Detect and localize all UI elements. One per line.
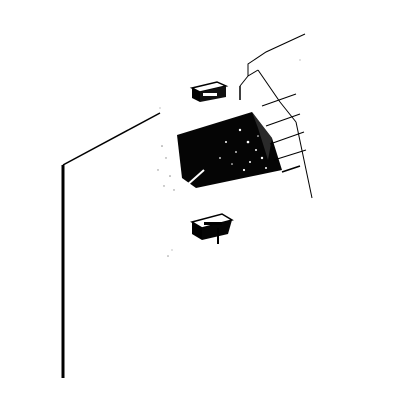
small-block-icon-upper	[189, 81, 229, 102]
dust-specks	[159, 59, 301, 257]
left-pole	[61, 112, 161, 378]
small-block-icon-lower	[190, 213, 234, 244]
woodcut-figure-icon	[157, 112, 282, 191]
ladder-icon	[239, 33, 313, 199]
